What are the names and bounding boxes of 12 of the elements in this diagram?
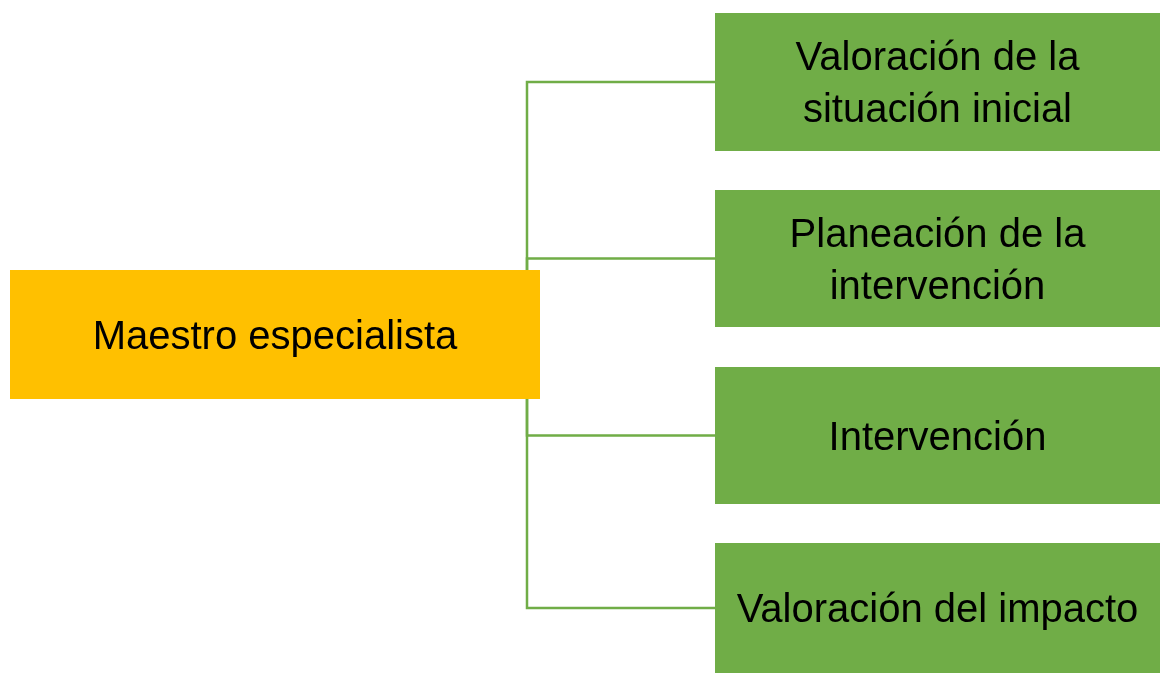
- root-box: [10, 270, 540, 399]
- stage-box: [715, 190, 1160, 327]
- stage-box: [715, 543, 1160, 673]
- stage-box: [715, 367, 1160, 504]
- box-label: Intervención: [828, 412, 1047, 460]
- box-label: Valoración de la situación inicial: [794, 33, 1081, 132]
- box-label: Valoración del impacto: [736, 585, 1139, 632]
- connector-line: [525, 399, 715, 610]
- stage-box: [715, 13, 1160, 151]
- connector-line: [525, 257, 715, 270]
- box-label: Planeación de la intervención: [788, 209, 1087, 309]
- box-label: Maestro especialista: [92, 311, 458, 359]
